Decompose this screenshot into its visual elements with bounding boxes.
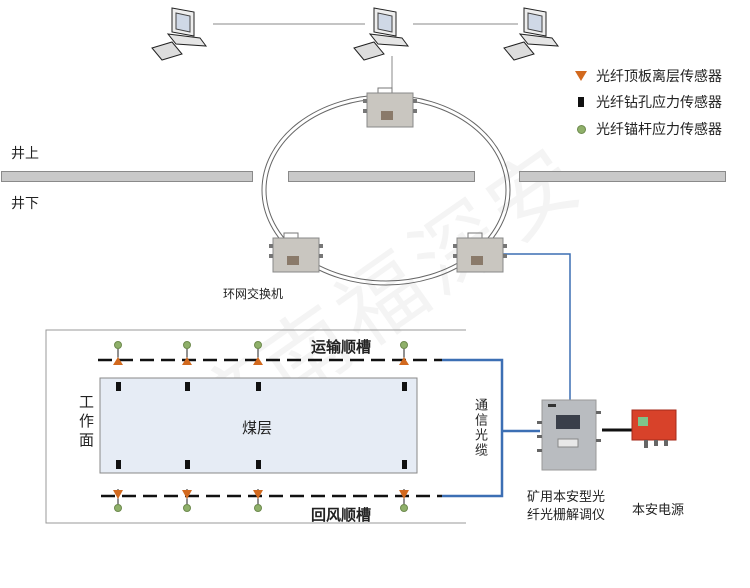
anchor-stress-sensor <box>183 504 191 512</box>
switch-box-icon <box>363 87 417 128</box>
coal-seam-rect <box>99 377 418 474</box>
demodulator-label-line2: 纤光栅解调仪 <box>527 508 606 523</box>
legend-item-borehole-stress: 光纤钻孔应力传感器 <box>570 92 722 112</box>
legend-label: 光纤锚杆应力传感器 <box>596 122 722 138</box>
borehole-stress-sensor <box>185 382 190 391</box>
ring-switch-top <box>362 87 418 132</box>
roof-separation-sensor <box>253 490 263 499</box>
roof-separation-sensor <box>113 357 123 365</box>
computer-icon <box>151 7 208 61</box>
computer-icon <box>503 7 560 61</box>
cable-switch-to-demodulator <box>485 253 571 400</box>
demodulator-device <box>536 399 602 471</box>
orange-triangle-icon <box>575 71 587 81</box>
legend-label: 光纤顶板离层传感器 <box>596 69 722 85</box>
power-supply-icon <box>631 409 677 448</box>
anchor-stress-sensor <box>183 341 191 349</box>
demodulator-icon <box>537 399 601 471</box>
cable-label: 通信光缆 <box>472 398 487 458</box>
roof-separation-sensor <box>399 490 409 499</box>
borehole-stress-sensor <box>256 460 261 469</box>
anchor-stress-sensor <box>114 341 122 349</box>
computer-center <box>352 4 416 62</box>
power-supply-device <box>630 408 680 452</box>
borehole-stress-sensor <box>116 382 121 391</box>
switch-box-icon <box>453 232 507 273</box>
label-underground: 井下 <box>11 196 39 212</box>
borehole-stress-sensor <box>256 382 261 391</box>
roof-separation-sensor <box>182 490 192 499</box>
black-rect-icon <box>578 97 584 107</box>
borehole-stress-sensor <box>116 460 121 469</box>
roof-separation-sensor <box>182 357 192 365</box>
borehole-stress-sensor <box>402 460 407 469</box>
ground-bar-center <box>288 171 475 182</box>
anchor-stress-sensor <box>400 504 408 512</box>
anchor-stress-sensor <box>114 504 122 512</box>
workface-label: 工作面 <box>77 394 95 451</box>
roof-separation-sensor <box>399 357 409 365</box>
power-supply-label: 本安电源 <box>632 503 685 518</box>
workface-frame <box>45 329 466 524</box>
legend-item-roof-separation: 光纤顶板离层传感器 <box>570 66 722 86</box>
label-surface: 井上 <box>11 146 39 162</box>
anchor-stress-sensor <box>254 341 262 349</box>
return-roadway-label: 回风顺槽 <box>311 506 372 524</box>
computer-left <box>150 4 214 62</box>
coal-seam-label: 煤层 <box>242 419 273 437</box>
switch-box-icon <box>269 232 323 273</box>
green-dot-icon <box>576 124 586 134</box>
demodulator-label-line1: 矿用本安型光 <box>527 490 606 505</box>
ground-bar-right <box>519 171 726 182</box>
computer-right <box>502 4 566 62</box>
ground-bar-left <box>1 171 253 182</box>
ring-switch-right <box>452 232 508 277</box>
roof-separation-sensor <box>113 490 123 499</box>
roof-separation-sensor <box>253 357 263 365</box>
ring-switch-left <box>268 232 324 277</box>
ring-switch-label: 环网交换机 <box>223 287 284 301</box>
demodulator-label: 矿用本安型光 纤光栅解调仪 <box>527 489 605 525</box>
borehole-stress-sensor <box>402 382 407 391</box>
cable-transport <box>442 358 504 498</box>
anchor-stress-sensor <box>400 341 408 349</box>
transport-roadway-label: 运输顺槽 <box>311 338 372 356</box>
anchor-stress-sensor <box>254 504 262 512</box>
borehole-stress-sensor <box>185 460 190 469</box>
legend-item-anchor-stress: 光纤锚杆应力传感器 <box>570 119 722 139</box>
computer-icon <box>353 7 410 61</box>
legend-label: 光纤钻孔应力传感器 <box>596 95 722 111</box>
